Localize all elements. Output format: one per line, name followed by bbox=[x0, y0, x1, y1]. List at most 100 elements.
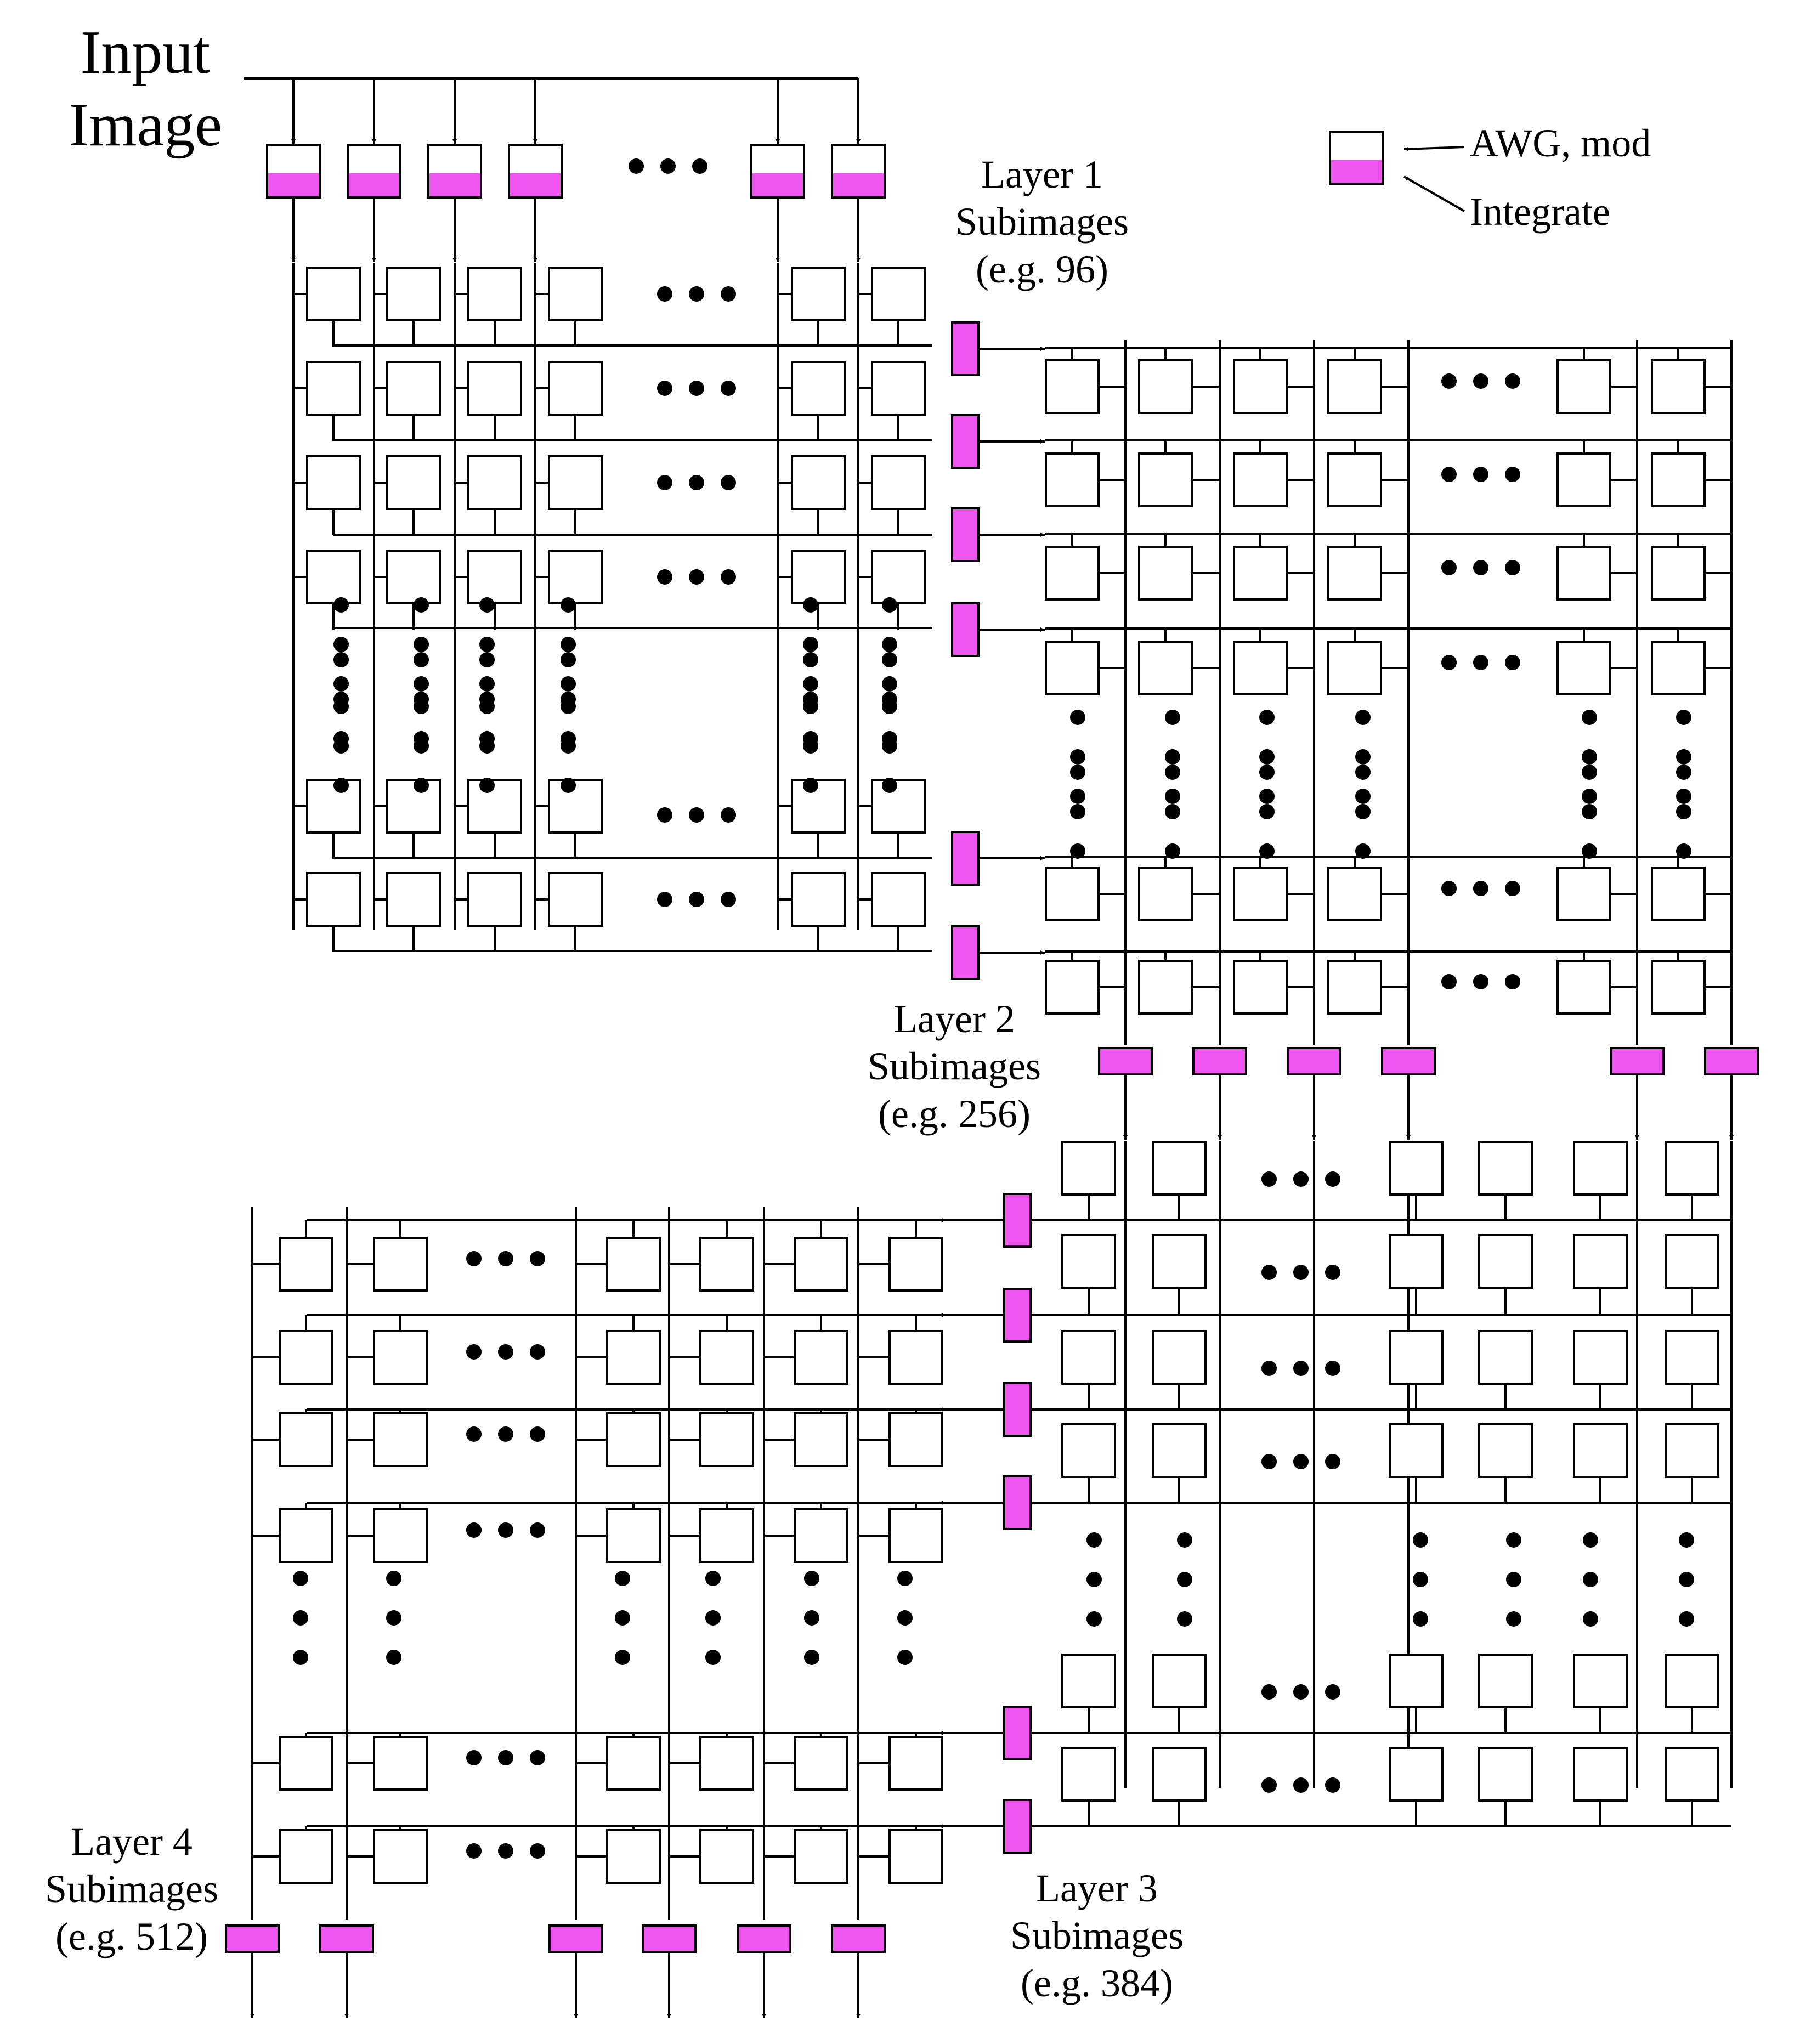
ellipsis-dot bbox=[1259, 804, 1275, 819]
layer1-cell bbox=[306, 779, 361, 834]
legend-integrate-fill bbox=[1330, 160, 1383, 184]
ellipsis-dot bbox=[333, 778, 349, 793]
ellipsis-dot bbox=[689, 475, 704, 490]
layer1-cell bbox=[386, 455, 441, 510]
layer2-cell bbox=[1556, 546, 1611, 601]
layer3-cell bbox=[1152, 1747, 1207, 1802]
layer4-cell bbox=[888, 1330, 943, 1385]
layer4-output-integrator bbox=[831, 1924, 886, 1953]
layer2-cell bbox=[1233, 452, 1288, 507]
input-integrator-fill bbox=[348, 173, 400, 197]
ellipsis-dot bbox=[1355, 765, 1371, 780]
ellipsis-dot bbox=[1293, 1361, 1309, 1376]
layer4-cell bbox=[794, 1829, 848, 1884]
ellipsis-dot bbox=[882, 597, 897, 613]
ellipsis-dot bbox=[804, 1610, 819, 1626]
ellipsis-dot bbox=[803, 637, 818, 652]
ellipsis-dot bbox=[1325, 1171, 1340, 1187]
layer2-cell bbox=[1651, 960, 1706, 1015]
layer4-cell bbox=[794, 1330, 848, 1385]
ellipsis-dot bbox=[1165, 804, 1180, 819]
layer2-cell bbox=[1651, 359, 1706, 414]
legend-box-outline bbox=[1329, 131, 1384, 185]
ellipsis-dot bbox=[1473, 467, 1488, 482]
ellipsis-dot bbox=[498, 1750, 513, 1765]
ellipsis-dot bbox=[1086, 1572, 1102, 1587]
ellipsis-dot bbox=[1355, 804, 1371, 819]
layer3-cell bbox=[1061, 1423, 1116, 1478]
layer3-cell bbox=[1478, 1654, 1533, 1708]
layer1-cell bbox=[548, 455, 603, 510]
ellipsis-dot bbox=[333, 637, 349, 652]
ellipsis-dot bbox=[498, 1344, 513, 1360]
layer-1-word: Subimages bbox=[955, 200, 1129, 244]
ellipsis-dot bbox=[386, 1650, 401, 1665]
layer-4-example: (e.g. 512) bbox=[55, 1914, 208, 1958]
ellipsis-dot bbox=[1259, 789, 1275, 804]
ellipsis-dot bbox=[657, 569, 672, 585]
ellipsis-dot bbox=[1505, 560, 1520, 575]
ellipsis-dot bbox=[1355, 710, 1371, 725]
layer3-cell bbox=[1478, 1234, 1533, 1289]
layer3-cell bbox=[1389, 1654, 1444, 1708]
ellipsis-dot bbox=[615, 1610, 630, 1626]
ellipsis-dot bbox=[386, 1610, 401, 1626]
layer1-cell bbox=[791, 779, 846, 834]
layer3-output-integrator bbox=[1003, 1475, 1032, 1530]
ellipsis-dot bbox=[498, 1426, 513, 1442]
ellipsis-dot bbox=[479, 699, 495, 714]
ellipsis-dot bbox=[466, 1750, 482, 1765]
layer3-cell bbox=[1061, 1654, 1116, 1708]
ellipsis-dot bbox=[479, 652, 495, 667]
ellipsis-dot bbox=[1165, 749, 1180, 765]
layer1-cell bbox=[791, 267, 846, 321]
layer3-cell bbox=[1061, 1141, 1116, 1196]
ellipsis-dot bbox=[1325, 1684, 1340, 1700]
ellipsis-dot bbox=[1413, 1611, 1428, 1627]
layer3-cell bbox=[1665, 1747, 1719, 1802]
layer2-cell bbox=[1233, 641, 1288, 695]
ellipsis-dot bbox=[530, 1344, 545, 1360]
legend-awg-mod-label: AWG, mod bbox=[1470, 121, 1651, 165]
layer3-cell bbox=[1665, 1234, 1719, 1289]
layer3-cell bbox=[1061, 1330, 1116, 1385]
layer2-cell bbox=[1138, 359, 1193, 414]
ellipsis-dot bbox=[689, 381, 704, 396]
ellipsis-dot bbox=[1583, 1611, 1598, 1627]
layer1-output-integrator bbox=[951, 602, 980, 657]
ellipsis-dot bbox=[705, 1571, 721, 1586]
layer3-cell bbox=[1573, 1654, 1628, 1708]
layer2-cell bbox=[1233, 546, 1288, 601]
layer4-cell bbox=[373, 1412, 428, 1467]
layer4-cell bbox=[373, 1330, 428, 1385]
layer2-cell bbox=[1045, 359, 1100, 414]
ellipsis-dot bbox=[1355, 789, 1371, 804]
ellipsis-dot bbox=[466, 1426, 482, 1442]
ellipsis-dot bbox=[1086, 1611, 1102, 1627]
layer4-cell bbox=[279, 1330, 333, 1385]
ellipsis-dot bbox=[1293, 1454, 1309, 1469]
ellipsis-dot bbox=[897, 1610, 913, 1626]
ellipsis-dot bbox=[615, 1650, 630, 1665]
ellipsis-dot bbox=[882, 738, 897, 754]
layer4-cell bbox=[279, 1412, 333, 1467]
ellipsis-dot bbox=[1070, 789, 1085, 804]
ellipsis-dot bbox=[1165, 765, 1180, 780]
layer2-cell bbox=[1138, 546, 1193, 601]
ellipsis-dot bbox=[1325, 1777, 1340, 1793]
ellipsis-dot bbox=[1086, 1532, 1102, 1548]
layer3-cell bbox=[1152, 1330, 1207, 1385]
layer1-cell bbox=[791, 550, 846, 604]
ellipsis-dot bbox=[1261, 1454, 1277, 1469]
layer-3-name: Layer 3 bbox=[1036, 1866, 1158, 1910]
layer4-cell bbox=[888, 1829, 943, 1884]
layer1-cell bbox=[871, 779, 926, 834]
ellipsis-dot bbox=[1582, 804, 1597, 819]
ellipsis-dot bbox=[479, 637, 495, 652]
layer2-cell bbox=[1327, 452, 1382, 507]
ellipsis-dot bbox=[1505, 881, 1520, 896]
layer1-cell bbox=[467, 872, 522, 927]
ellipsis-dot bbox=[692, 158, 707, 174]
input-integrator-fill bbox=[832, 173, 885, 197]
layer-1-example: (e.g. 96) bbox=[976, 247, 1108, 291]
